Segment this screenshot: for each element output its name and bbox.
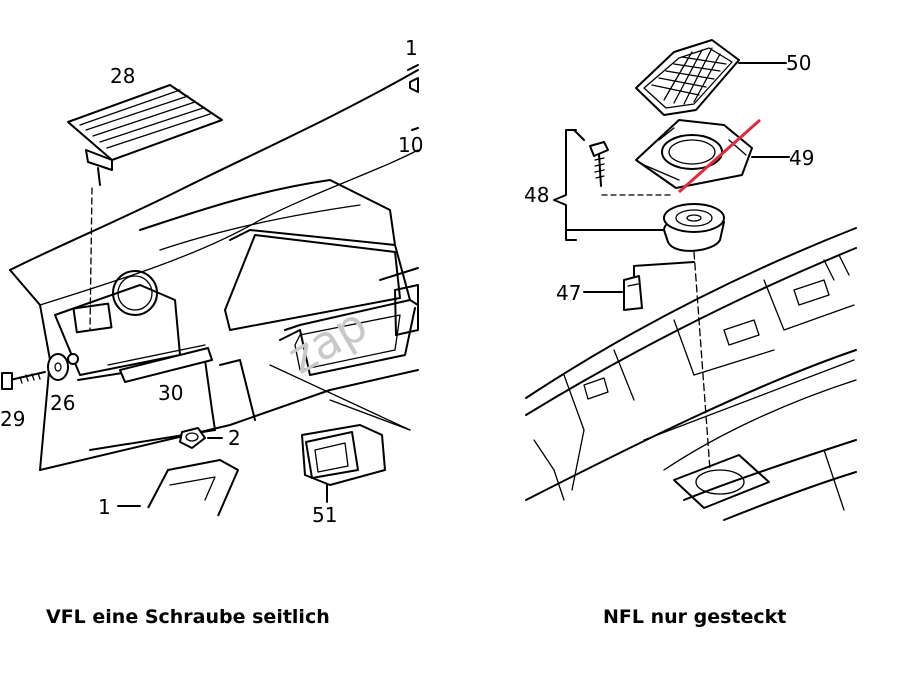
dashboard-drawing: zap 28 29 26 30 2 1 51 1 10	[0, 36, 423, 527]
label-30: 30	[158, 381, 183, 405]
cluster-hood	[139, 179, 396, 246]
label-1: 1	[98, 495, 111, 519]
label-51: 51	[312, 503, 337, 527]
part-2-nut	[179, 427, 223, 449]
caption-left: VFL eine Schraube seitlich	[46, 606, 330, 628]
part-49-frame	[635, 119, 790, 189]
part-47-clip	[583, 261, 695, 311]
label-47: 47	[556, 281, 581, 305]
speaker-driver	[663, 203, 725, 252]
part-26-washer	[47, 353, 79, 381]
round-vent	[112, 270, 158, 316]
bracket-48	[553, 129, 577, 241]
part-50-cover	[635, 39, 787, 116]
label-26: 26	[50, 391, 75, 415]
dash-top-edge	[9, 69, 419, 271]
label-10: 10	[398, 133, 423, 157]
label-50: 50	[786, 51, 811, 75]
caption-right: NFL nur gesteckt	[603, 606, 787, 628]
screw-48	[589, 141, 609, 187]
label-49: 49	[789, 146, 814, 170]
left-vent-panel	[54, 284, 181, 376]
shelf-drawing: 50 49 48 47	[524, 39, 857, 521]
red-annotation-line	[678, 118, 761, 194]
rear-shelf	[525, 227, 857, 521]
part-1-vent	[117, 459, 239, 517]
label-2: 2	[228, 426, 241, 450]
assembly-axis	[693, 251, 711, 471]
right-diagram: 50 49 48 47	[524, 30, 857, 526]
label-48: 48	[524, 183, 549, 207]
cluster-window	[224, 234, 401, 331]
part-28-grille	[67, 84, 223, 186]
dash-left-edge	[9, 269, 51, 471]
part-29-screw	[1, 371, 46, 390]
part-51-switch	[301, 424, 386, 503]
label-1-top: 1	[405, 36, 418, 60]
console-frame	[279, 307, 416, 376]
handle-30	[119, 347, 213, 383]
label-28: 28	[110, 64, 135, 88]
label-29: 29	[0, 407, 25, 431]
left-diagram: zap 28 29 26 30 2 1 51 1 10	[0, 30, 423, 527]
